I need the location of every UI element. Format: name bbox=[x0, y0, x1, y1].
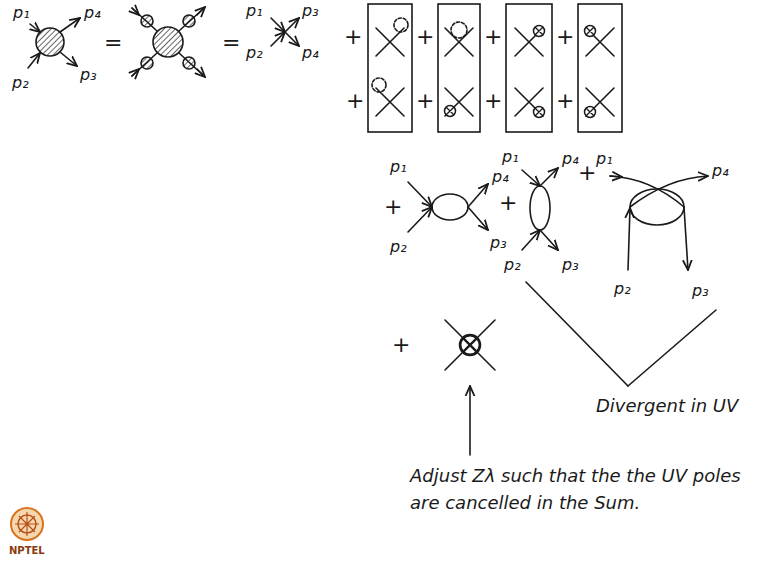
momentum-label: p₁ bbox=[502, 146, 519, 168]
plus-sign: + bbox=[499, 188, 517, 218]
plus-sign: + bbox=[384, 192, 402, 222]
momentum-label: p₁ bbox=[13, 2, 30, 24]
label-holder: + bbox=[416, 86, 434, 116]
momentum-label: p₃ bbox=[562, 254, 579, 276]
plus-sign: + bbox=[392, 330, 410, 360]
equals-sign: = bbox=[222, 28, 240, 58]
label-holder: p₁ bbox=[246, 0, 263, 22]
label-holder: + bbox=[416, 22, 434, 52]
momentum-label: p₂ bbox=[12, 72, 29, 94]
label-holder: + bbox=[499, 188, 517, 218]
momentum-label: p₄ bbox=[302, 42, 319, 64]
label-holder: = bbox=[222, 28, 240, 58]
plus-sign: + bbox=[578, 158, 596, 188]
plus-sign: + bbox=[556, 22, 574, 52]
plus-sign: + bbox=[416, 22, 434, 52]
momentum-label: p₄ bbox=[712, 160, 729, 182]
label-holder: Divergent in UV bbox=[596, 394, 738, 418]
label-holder: p₃ bbox=[490, 232, 507, 254]
s-channel-loop bbox=[408, 182, 488, 232]
momentum-label: p₂ bbox=[504, 254, 521, 276]
label-holder: p₂ bbox=[390, 236, 407, 258]
label-holder: p₄ bbox=[302, 42, 319, 64]
label-holder: p₃ bbox=[692, 280, 709, 302]
label-holder: p₃ bbox=[562, 254, 579, 276]
label-holder: p₄ bbox=[562, 148, 579, 170]
label-holder: p₁ bbox=[13, 2, 30, 24]
momentum-label: p₃ bbox=[490, 232, 507, 254]
momentum-label: p₃ bbox=[302, 0, 319, 22]
label-holder: + bbox=[484, 86, 502, 116]
blob-dressed-legs bbox=[132, 7, 205, 77]
label-holder: = bbox=[104, 28, 122, 58]
t-channel-loop bbox=[522, 168, 558, 250]
label-holder: NPTEL bbox=[9, 544, 45, 558]
momentum-label: p₂ bbox=[390, 236, 407, 258]
label-holder: + bbox=[392, 330, 410, 360]
label-holder: p₃ bbox=[80, 64, 97, 86]
label-holder: + bbox=[484, 22, 502, 52]
plus-sign: + bbox=[484, 86, 502, 116]
momentum-label: p₁ bbox=[596, 148, 613, 170]
label-holder: p₁ bbox=[390, 156, 407, 178]
annotation-note: Divergent in UV bbox=[596, 394, 738, 418]
tree-vertex bbox=[271, 18, 299, 46]
label-holder: + bbox=[578, 158, 596, 188]
label-holder: p₁ bbox=[596, 148, 613, 170]
annotation-note: Adjust Zλ such that the the UV poles are… bbox=[410, 462, 755, 516]
momentum-label: p₂ bbox=[246, 42, 263, 64]
blob-amplitude bbox=[28, 18, 80, 68]
label-holder: + bbox=[346, 86, 364, 116]
label-holder: p₂ bbox=[504, 254, 521, 276]
plus-sign: + bbox=[346, 86, 364, 116]
label-holder: + bbox=[344, 22, 362, 52]
label-holder: p₂ bbox=[614, 278, 631, 300]
label-holder: p₃ bbox=[302, 0, 319, 22]
momentum-label: p₂ bbox=[614, 278, 631, 300]
label-holder: p₄ bbox=[712, 160, 729, 182]
label-holder: p₄ bbox=[492, 166, 509, 188]
plus-sign: + bbox=[416, 86, 434, 116]
counterterm-vertex bbox=[445, 320, 495, 455]
momentum-label: p₃ bbox=[80, 64, 97, 86]
momentum-label: p₃ bbox=[692, 280, 709, 302]
label-holder: p₄ bbox=[84, 2, 101, 24]
plus-sign: + bbox=[556, 86, 574, 116]
u-channel-loop bbox=[610, 176, 708, 270]
nptel-logo bbox=[11, 508, 43, 540]
momentum-label: p₄ bbox=[562, 148, 579, 170]
equals-sign: = bbox=[104, 28, 122, 58]
label-holder: + bbox=[384, 192, 402, 222]
momentum-label: p₄ bbox=[492, 166, 509, 188]
logo-text: NPTEL bbox=[9, 544, 45, 558]
label-holder: + bbox=[556, 22, 574, 52]
label-holder: Adjust Zλ such that the the UV poles are… bbox=[410, 462, 755, 516]
boxed-diagrams bbox=[368, 4, 622, 132]
momentum-label: p₄ bbox=[84, 2, 101, 24]
plus-sign: + bbox=[344, 22, 362, 52]
label-holder: p₂ bbox=[12, 72, 29, 94]
label-holder: + bbox=[556, 86, 574, 116]
label-holder: p₁ bbox=[502, 146, 519, 168]
momentum-label: p₁ bbox=[390, 156, 407, 178]
plus-sign: + bbox=[484, 22, 502, 52]
label-holder: p₂ bbox=[246, 42, 263, 64]
momentum-label: p₁ bbox=[246, 0, 263, 22]
